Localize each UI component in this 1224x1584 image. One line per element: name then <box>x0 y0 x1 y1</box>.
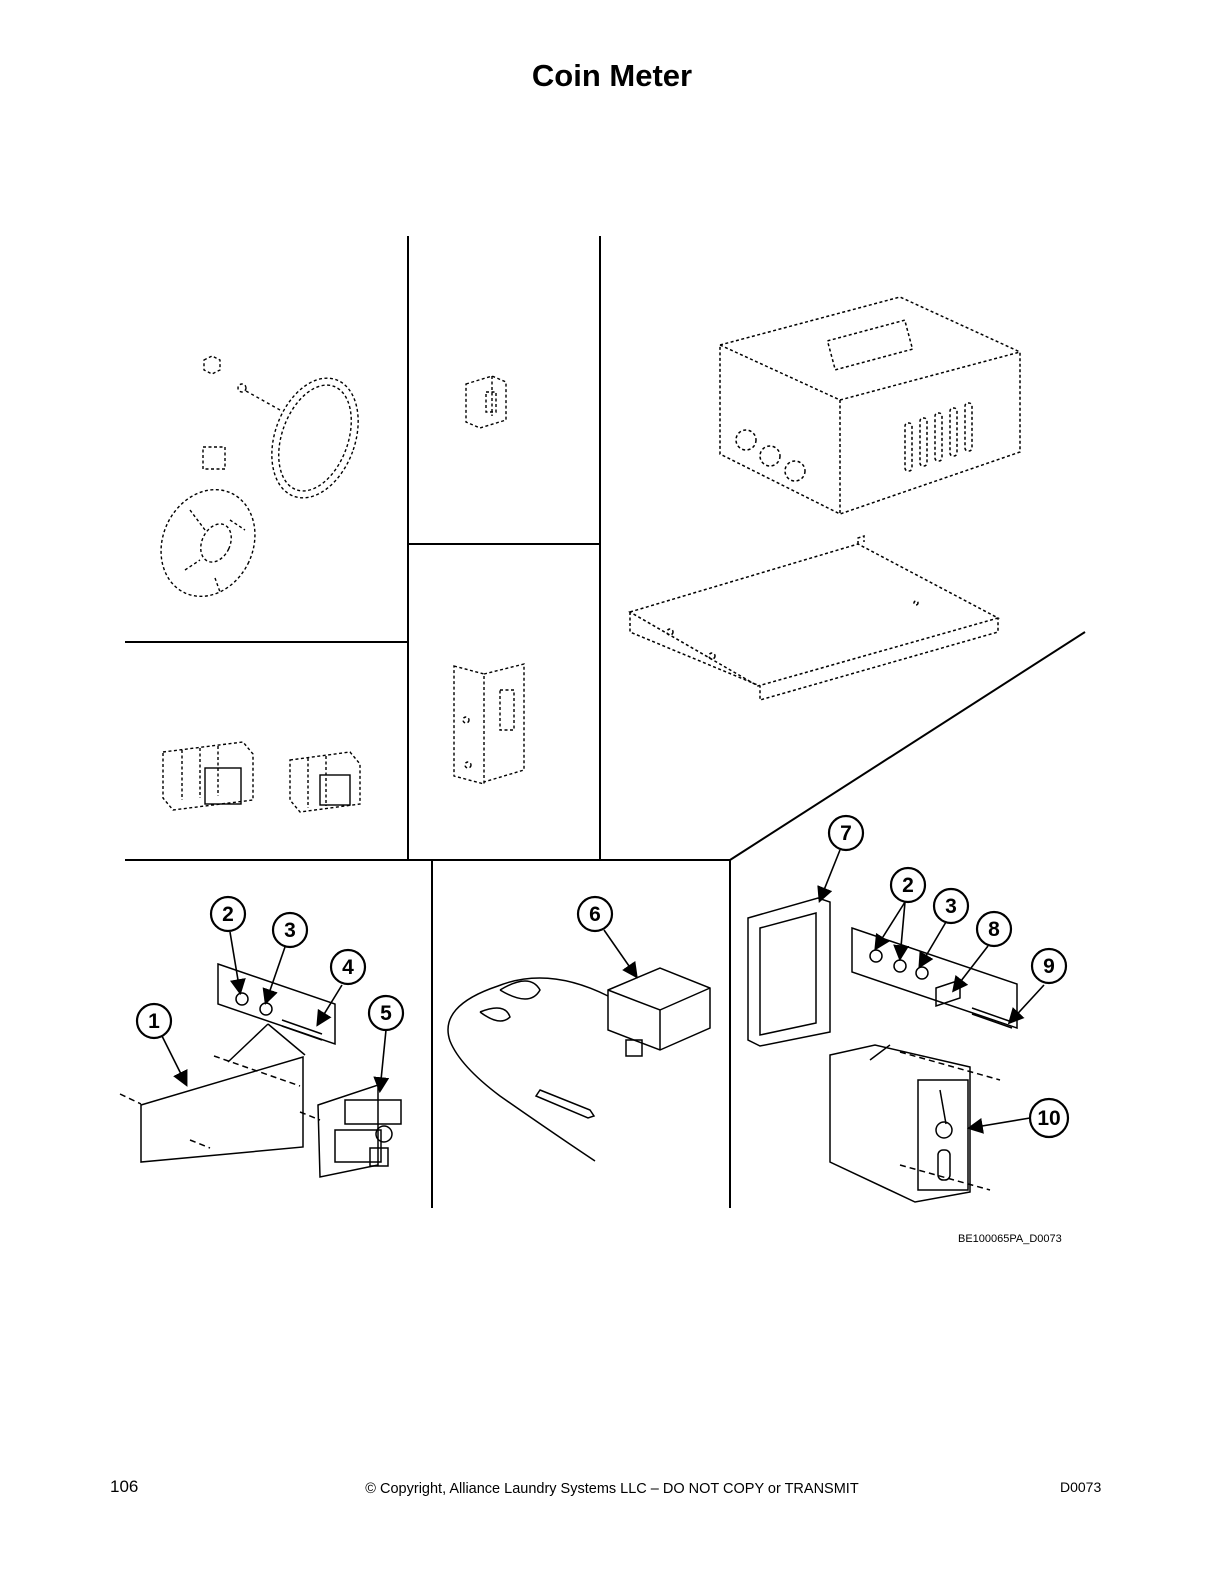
copyright-notice: © Copyright, Alliance Laundry Systems LL… <box>365 1481 859 1497</box>
thermostat-with-capillary <box>447 967 711 1162</box>
timer-module <box>317 1083 402 1178</box>
callout-1: 1 <box>135 1002 173 1040</box>
callout-4: 4 <box>329 948 367 986</box>
terminal-blocks <box>162 741 361 813</box>
callout-3-label: 3 <box>284 919 296 942</box>
callout-5: 5 <box>367 994 405 1032</box>
page-title: Coin Meter <box>531 58 693 93</box>
callout-10-label: 10 <box>1037 1107 1060 1130</box>
timer-ring-disc-assembly <box>160 355 359 598</box>
callout-3-right: 3 <box>932 887 970 925</box>
callout-6-label: 6 <box>589 903 601 926</box>
callout-1-label: 1 <box>148 1010 160 1033</box>
figure-id: BE100065PA_D0073 <box>958 1233 1062 1245</box>
callout-8: 8 <box>975 910 1013 948</box>
mounting-plate-assembly <box>119 962 336 1163</box>
callout-2-right-label: 2 <box>902 874 914 897</box>
panel-dividers <box>125 236 1086 1208</box>
leader-lines <box>161 849 1045 1134</box>
callout-3-right-label: 3 <box>945 895 957 918</box>
callout-7-label: 7 <box>840 822 852 845</box>
callout-3: 3 <box>271 911 309 949</box>
coin-meter-enclosure <box>719 296 1021 515</box>
callout-8-label: 8 <box>988 918 1000 941</box>
rocker-switch-part <box>465 375 507 429</box>
document-code: D0073 <box>1060 1479 1102 1495</box>
callout-9: 9 <box>1030 947 1068 985</box>
callout-9-label: 9 <box>1043 955 1055 978</box>
callout-5-label: 5 <box>380 1002 392 1025</box>
callout-10: 10 <box>1028 1097 1070 1139</box>
coin-slide-bracket <box>453 663 525 785</box>
page-number: 106 <box>110 1477 139 1496</box>
callout-2-right: 2 <box>889 866 927 904</box>
callout-7: 7 <box>827 814 865 852</box>
callout-2-label: 2 <box>222 903 234 926</box>
callout-4-label: 4 <box>342 956 354 979</box>
base-tray <box>628 534 1001 701</box>
coin-acceptor-assembly <box>747 897 1018 1203</box>
callout-2: 2 <box>209 895 247 933</box>
callout-6: 6 <box>576 895 614 933</box>
